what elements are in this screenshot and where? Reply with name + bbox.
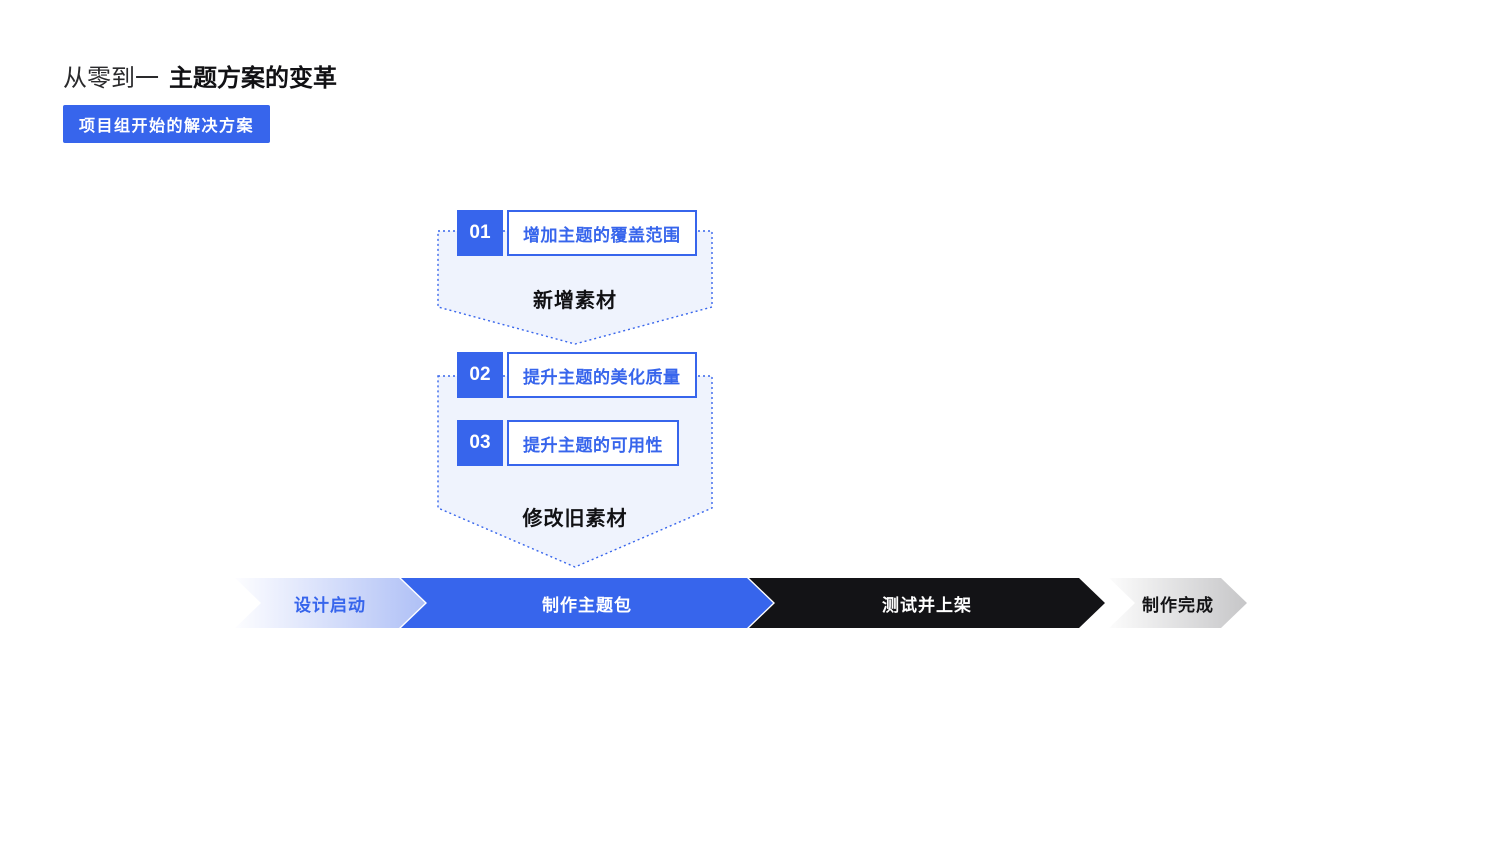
solution-item-02: 02 提升主题的美化质量 bbox=[457, 352, 697, 398]
item-02-text: 提升主题的美化质量 bbox=[507, 352, 697, 398]
process-step-complete: 制作完成 bbox=[1109, 578, 1247, 628]
page-title-prefix: 从零到一 bbox=[63, 65, 159, 92]
item-02-number: 02 bbox=[457, 352, 503, 398]
process-step-test-and-launch-label: 测试并上架 bbox=[882, 595, 972, 615]
subtitle-badge: 项目组开始的解决方案 bbox=[63, 105, 271, 143]
process-step-design-start: 设计启动 bbox=[235, 578, 425, 628]
item-01-text: 增加主题的覆盖范围 bbox=[507, 210, 697, 256]
process-step-test-and-launch: 测试并上架 bbox=[749, 578, 1105, 628]
item-03-text: 提升主题的可用性 bbox=[507, 420, 679, 466]
page-title-main: 主题方案的变革 bbox=[169, 65, 337, 92]
process-flow: 设计启动 制作主题包 测试并上架 制作完成 bbox=[0, 578, 1500, 628]
process-step-complete-label: 制作完成 bbox=[1142, 595, 1214, 615]
process-step-make-theme-package-label: 制作主题包 bbox=[542, 595, 632, 615]
process-step-make-theme-package: 制作主题包 bbox=[401, 578, 773, 628]
group-new-material-pentagon bbox=[437, 230, 713, 345]
solution-item-01: 01 增加主题的覆盖范围 bbox=[457, 210, 697, 256]
item-01-number: 01 bbox=[457, 210, 503, 256]
item-03-number: 03 bbox=[457, 420, 503, 466]
group-modify-material-pentagon bbox=[437, 375, 713, 568]
group-label-new-material: 新增素材 bbox=[533, 290, 617, 312]
page-title: 从零到一主题方案的变革 bbox=[63, 63, 337, 95]
group-label-modify-material: 修改旧素材 bbox=[522, 508, 628, 530]
solution-item-03: 03 提升主题的可用性 bbox=[457, 420, 679, 466]
process-step-design-start-label: 设计启动 bbox=[294, 595, 366, 615]
